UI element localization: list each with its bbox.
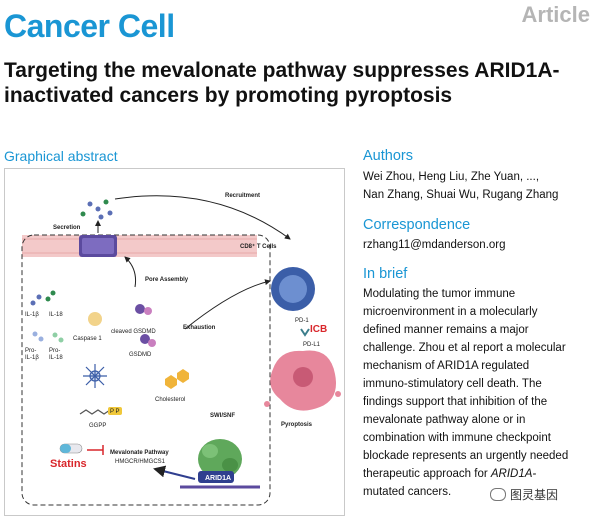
cleaved-gsdmd-icon bbox=[135, 304, 152, 315]
recruitment-label: Recruitment bbox=[225, 193, 260, 199]
secreted-cytokines bbox=[80, 199, 113, 220]
pro-il1b-label-2: IL-1β bbox=[25, 355, 39, 361]
pyroptotic-tumor-cell bbox=[264, 350, 341, 411]
swi-snf-label: SWI/SNF bbox=[210, 413, 235, 419]
gsdmd-pore bbox=[79, 235, 117, 257]
pro-il1b-label-1: Pro- bbox=[25, 348, 36, 354]
watermark-text: 图灵基因 bbox=[510, 488, 559, 502]
correspondence-email[interactable]: rzhang11@mdanderson.org bbox=[363, 239, 506, 251]
authors-heading: Authors bbox=[363, 148, 413, 164]
in-brief-line-text: therapeutic approach for bbox=[363, 468, 491, 480]
authors-line-1: Wei Zhou, Heng Liu, Zhe Yuan, ..., bbox=[363, 171, 540, 183]
graphical-abstract-heading: Graphical abstract bbox=[4, 148, 118, 164]
in-brief-line: immuno-stimulatory cell death. The bbox=[363, 378, 542, 390]
arid1a-box bbox=[198, 471, 234, 483]
correspondence-heading: Correspondence bbox=[363, 217, 471, 233]
authors-line-2: Nan Zhang, Shuai Wu, Rugang Zhang bbox=[363, 189, 559, 201]
in-brief-line: blockade represents an urgently needed bbox=[363, 450, 569, 462]
exhaustion-arrow bbox=[184, 279, 271, 330]
cleaved-gsdmd-label: cleaved GSDMD bbox=[111, 329, 156, 335]
in-brief-line: mevalonate pathway alone or in bbox=[363, 414, 526, 426]
cholesterol-icon bbox=[165, 369, 189, 389]
in-brief-line: mechanism of ARID1A regulated bbox=[363, 360, 530, 372]
mevalonate-label: Mevalonate Pathway bbox=[110, 450, 169, 456]
in-brief-line: defined manner remains a major bbox=[363, 324, 529, 336]
graphical-abstract-figure: Recruitment Secretion CD8⁺ T Cells PD-1 … bbox=[4, 168, 345, 516]
cd8-t-cell bbox=[271, 267, 315, 311]
statin-pill-icon bbox=[59, 443, 83, 454]
in-brief-line: microenvironment in a molecularly bbox=[363, 306, 538, 318]
pore-assembly-label: Pore Assembly bbox=[145, 277, 189, 283]
article-type-label: Article bbox=[521, 2, 590, 27]
pyroptosis-label: Pyroptosis bbox=[281, 422, 313, 428]
icb-label: ICB bbox=[310, 324, 327, 335]
ggpp-chain-icon bbox=[79, 409, 111, 415]
gsdmd-icon bbox=[140, 334, 156, 347]
mature-cytokines bbox=[30, 290, 56, 306]
in-brief-section: In brief Modulating the tumor immune mic… bbox=[363, 266, 595, 501]
journal-name: Cancer Cell bbox=[4, 8, 175, 44]
in-brief-italic-term: ARID1A- bbox=[490, 468, 537, 480]
inflammasome-icon bbox=[83, 364, 107, 388]
caspase1-icon bbox=[88, 312, 102, 326]
secretion-label: Secretion bbox=[53, 225, 81, 231]
in-brief-line: findings support that inhibition of the bbox=[363, 396, 548, 408]
pp-label: P P bbox=[110, 409, 120, 415]
in-brief-line: challenge. Zhou et al report a molecular bbox=[363, 342, 566, 354]
hmgcr-label: HMGCR/HMGCS1 bbox=[115, 459, 166, 465]
pro-il18-label-2: IL-18 bbox=[49, 355, 63, 361]
pdl1-label: PD-L1 bbox=[303, 342, 321, 348]
correspondence-section: Correspondence rzhang11@mdanderson.org bbox=[363, 217, 595, 254]
recruitment-arrow bbox=[114, 195, 291, 240]
statins-label: Statins bbox=[50, 458, 87, 470]
article-title: Targeting the mevalonate pathway suppres… bbox=[4, 59, 560, 107]
authors-section: Authors Wei Zhou, Heng Liu, Zhe Yuan, ..… bbox=[363, 148, 595, 204]
pro-il18-label-1: Pro- bbox=[49, 348, 60, 354]
wechat-icon bbox=[490, 488, 506, 501]
il1b-label: IL-1β bbox=[25, 312, 39, 318]
cholesterol-label: Cholesterol bbox=[155, 397, 185, 403]
gsdmd-label: GSDMD bbox=[129, 352, 152, 358]
swi-snf-complex bbox=[198, 439, 242, 479]
in-brief-line: combination with immune checkpoint bbox=[363, 432, 551, 444]
graphical-abstract-svg: Recruitment Secretion CD8⁺ T Cells PD-1 … bbox=[21, 193, 341, 506]
il18-label: IL-18 bbox=[49, 312, 63, 318]
pd1-label: PD-1 bbox=[295, 318, 309, 324]
arid1a-label: ARID1A bbox=[205, 475, 231, 482]
cd8-label: CD8⁺ T Cells bbox=[240, 243, 277, 250]
cell-membrane bbox=[22, 235, 257, 257]
pro-cytokines bbox=[32, 331, 64, 343]
ggpp-label: GGPP bbox=[89, 423, 106, 429]
in-brief-body: Modulating the tumor immune microenviron… bbox=[363, 285, 595, 501]
in-brief-last-line: mutated cancers. bbox=[363, 486, 452, 498]
caspase1-label: Caspase 1 bbox=[73, 336, 102, 342]
cell-boundary bbox=[21, 234, 271, 506]
in-brief-heading: In brief bbox=[363, 266, 408, 282]
watermark: 图灵基因 bbox=[490, 486, 558, 503]
in-brief-line-with-italic: therapeutic approach for ARID1A- bbox=[363, 465, 595, 483]
exhaustion-label: Exhaustion bbox=[183, 325, 216, 331]
in-brief-line: Modulating the tumor immune bbox=[363, 288, 516, 300]
